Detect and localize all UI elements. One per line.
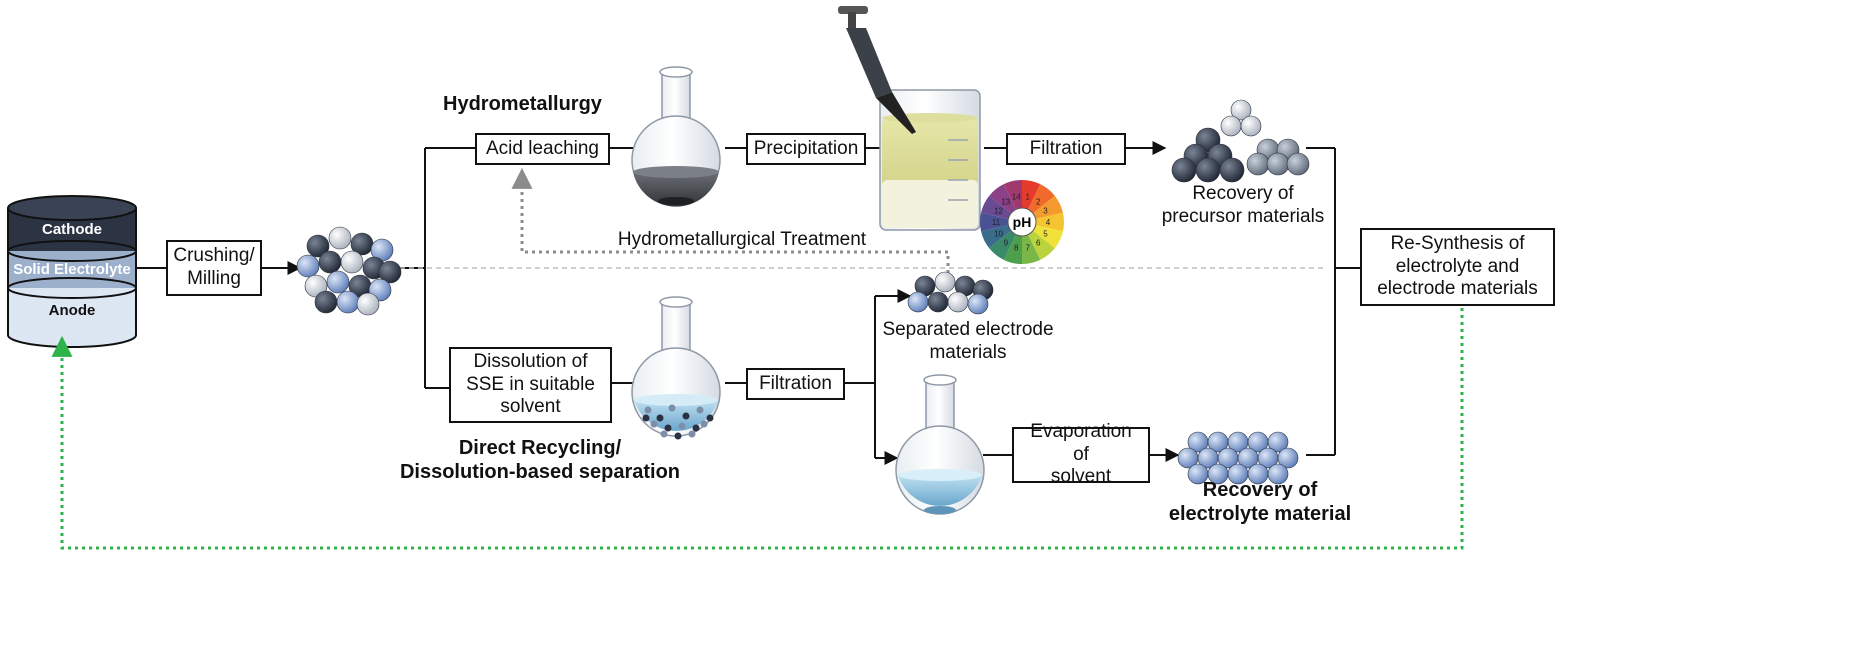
- particle-icon: [336, 290, 360, 314]
- suspended-particle-icon: [678, 422, 686, 430]
- dissolution-box: Dissolution of SSE in suitable solvent: [449, 347, 612, 423]
- particle-icon: [1277, 447, 1299, 469]
- particle-icon: [1240, 115, 1262, 137]
- suspended-particle-icon: [688, 430, 696, 438]
- suspended-particle-icon: [706, 414, 714, 422]
- particle-icon: [1267, 431, 1289, 453]
- suspended-particle-icon: [656, 414, 664, 422]
- suspended-particle-icon: [696, 406, 704, 414]
- cathode-label: Cathode: [42, 221, 102, 238]
- ph-number: 1: [1026, 193, 1031, 202]
- pipette-icon: [838, 6, 916, 134]
- ph-number: 12: [994, 207, 1003, 216]
- evaporation-box: Evaporation of solvent: [1012, 421, 1150, 487]
- particle-icon: [1230, 99, 1252, 121]
- particle-icon: [1267, 463, 1289, 485]
- ph-number: 9: [1004, 238, 1009, 247]
- particle-icon: [314, 290, 338, 314]
- precursor-particles-icon: [1171, 99, 1310, 183]
- suspended-particle-icon: [660, 430, 668, 438]
- anode-label: Anode: [48, 302, 96, 319]
- particle-icon: [1246, 152, 1270, 176]
- hydro-treatment-label: Hydrometallurgical Treatment: [617, 229, 867, 250]
- acid-leaching-box: Acid leaching: [475, 133, 610, 165]
- suspended-particle-icon: [668, 404, 676, 412]
- suspended-particle-icon: [644, 406, 652, 414]
- particle-icon: [378, 260, 402, 284]
- leaching-flask-icon: [631, 66, 721, 207]
- particle-icon: [967, 293, 989, 315]
- precipitation-box: Precipitation: [746, 133, 866, 165]
- direct-recycling-title: Direct Recycling/ Dissolution-based sepa…: [399, 437, 681, 483]
- particle-icon: [340, 250, 364, 274]
- hydrometallurgy-title: Hydrometallurgy: [443, 93, 602, 115]
- particle-icon: [1195, 157, 1221, 183]
- ph-number: 3: [1043, 207, 1048, 216]
- dissolution-flask-icon: [631, 296, 721, 440]
- battery-stack-icon: [7, 195, 137, 348]
- ph-number: 10: [994, 229, 1003, 238]
- particle-icon: [1266, 152, 1290, 176]
- particle-icon: [927, 291, 949, 313]
- ph-number: 6: [1036, 238, 1041, 247]
- particle-icon: [934, 271, 956, 293]
- suspended-particle-icon: [674, 432, 682, 440]
- crushed-particles-icon: [296, 226, 402, 316]
- particle-icon: [328, 226, 352, 250]
- recycle-loop-arrow: [51, 308, 1464, 550]
- flow-connectors: [137, 141, 1360, 465]
- filtration-top-box: Filtration: [1006, 133, 1126, 165]
- particle-icon: [947, 291, 969, 313]
- resynthesis-box: Re-Synthesis of electrolyte and electrod…: [1360, 228, 1555, 306]
- particle-icon: [318, 250, 342, 274]
- ph-number: 11: [992, 218, 1001, 227]
- ph-number: 4: [1046, 218, 1051, 227]
- particle-icon: [306, 234, 330, 258]
- suspended-particle-icon: [664, 424, 672, 432]
- particle-icon: [1219, 157, 1245, 183]
- filtration-bottom-box: Filtration: [746, 368, 845, 400]
- ph-number: 8: [1014, 243, 1019, 252]
- ph-segment: [1022, 212, 1065, 232]
- evaporation-flask-icon: [895, 374, 985, 515]
- suspended-particle-icon: [642, 414, 650, 422]
- electrolyte-particles-icon: [1177, 431, 1299, 485]
- particle-icon: [1171, 157, 1197, 183]
- ph-center-label: pH: [1013, 214, 1032, 230]
- recovery-precursor-label: Recovery of precursor materials: [1161, 183, 1325, 227]
- ph-number: 2: [1036, 198, 1041, 207]
- particle-icon: [296, 254, 320, 278]
- ph-number: 5: [1043, 229, 1048, 238]
- ph-number: 14: [1012, 193, 1021, 202]
- ph-number: 13: [1001, 198, 1010, 207]
- hydro-treatment-arrow: [511, 167, 950, 280]
- particle-icon: [907, 291, 929, 313]
- ph-number: 7: [1026, 243, 1031, 252]
- particle-icon: [1286, 152, 1310, 176]
- recovery-electrolyte-label: Recovery of electrolyte material: [1168, 479, 1352, 525]
- suspended-particle-icon: [682, 412, 690, 420]
- electrode-particles-icon: [907, 271, 994, 315]
- crushing-milling-box: Crushing/ Milling: [166, 240, 262, 296]
- solid-electrolyte-label: Solid Electrolyte: [13, 261, 131, 278]
- suspended-particle-icon: [700, 420, 708, 428]
- particle-icon: [1220, 115, 1242, 137]
- ph-segment: [980, 212, 1022, 232]
- particle-icon: [326, 270, 350, 294]
- particle-icon: [356, 292, 380, 316]
- ph-center: [1007, 207, 1037, 237]
- separated-electrode-label: Separated electrode materials: [882, 319, 1054, 363]
- suspended-particle-icon: [692, 424, 700, 432]
- suspended-particle-icon: [650, 420, 658, 428]
